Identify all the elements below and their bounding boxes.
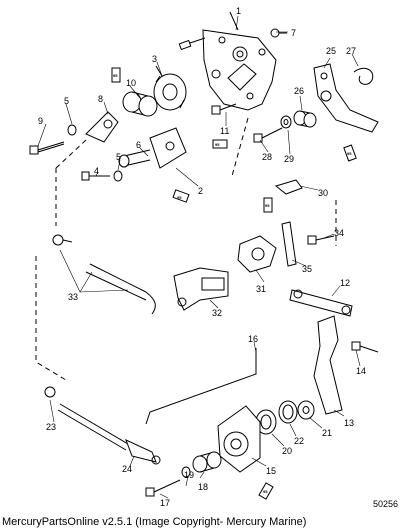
label-part-26: 26 — [294, 86, 304, 96]
label-part-24: 24 — [122, 464, 132, 474]
shift-lever-2 — [118, 127, 187, 169]
bushing-26 — [293, 110, 317, 128]
label-part-12: 12 — [340, 278, 350, 288]
part-number-labels: 1 2 3 4 5 5 6 7 8 9 10 11 12 13 14 15 16… — [38, 6, 366, 508]
bracket-25 — [313, 63, 379, 133]
sealant-tag-2: 95 — [215, 142, 220, 147]
spring-22 — [278, 400, 298, 424]
bolt-9 — [29, 141, 65, 155]
rod-16 — [145, 348, 257, 425]
label-part-29: 29 — [284, 154, 294, 164]
sealant-tag-1: 95 — [113, 73, 118, 78]
spring-27 — [353, 67, 374, 85]
clip-30 — [274, 179, 303, 195]
bolt-28 — [253, 127, 283, 143]
screw-7 — [270, 28, 287, 38]
connector-24 — [125, 439, 161, 465]
sealant-tubes — [111, 67, 357, 500]
label-part-6: 6 — [136, 140, 141, 150]
label-part-25: 25 — [326, 46, 336, 56]
label-part-1: 1 — [236, 6, 241, 16]
reference-number: 50256 — [372, 499, 398, 509]
shift-rod-33 — [85, 263, 156, 315]
lever-bracket-8 — [85, 111, 119, 143]
bracket-13 — [313, 315, 343, 415]
label-part-21: 21 — [322, 428, 332, 438]
copyright-caption: MercuryPartsOnline v2.5.1 (Image Copyrig… — [2, 516, 307, 528]
label-part-16: 16 — [248, 334, 258, 344]
label-part-22: 22 — [294, 436, 304, 446]
label-part-32: 32 — [212, 308, 222, 318]
label-part-13: 13 — [344, 418, 354, 428]
link-12 — [289, 289, 353, 317]
label-part-27: 27 — [346, 46, 356, 56]
cam-plate-15 — [217, 405, 261, 473]
label-part-3: 3 — [152, 54, 157, 64]
switch-31 — [237, 235, 277, 273]
shift-cable-32 — [173, 267, 229, 311]
routing-lines — [35, 117, 337, 381]
label-part-17: 17 — [160, 498, 170, 508]
label-part-20: 20 — [282, 446, 292, 456]
footer-caption-bar: MercuryPartsOnline v2.5.1 (Image Copyrig… — [0, 499, 400, 530]
label-part-8: 8 — [98, 94, 103, 104]
sealant-tag-5: 95 — [347, 151, 352, 156]
screw-top — [178, 37, 206, 51]
label-part-23: 23 — [46, 422, 56, 432]
label-part-35: 35 — [302, 264, 312, 274]
label-part-34: 34 — [334, 228, 344, 238]
shift-bracket-plate — [202, 11, 277, 111]
label-part-31: 31 — [256, 284, 266, 294]
washer-5-top — [67, 124, 77, 136]
label-part-10: 10 — [126, 78, 136, 88]
rod-23 — [44, 386, 129, 451]
washer-18 — [181, 466, 191, 478]
washer-21 — [297, 400, 315, 420]
label-part-5a: 5 — [64, 96, 69, 106]
bolt-17 — [145, 479, 181, 497]
label-part-18: 18 — [198, 482, 208, 492]
sealant-tag-6: 95 — [263, 489, 268, 494]
cam-3 — [153, 65, 187, 111]
sealant-tag-4: 95 — [265, 203, 270, 208]
screw-11 — [211, 103, 237, 115]
bushing-10 — [122, 91, 158, 117]
label-part-19: 19 — [184, 470, 194, 480]
label-part-28: 28 — [262, 152, 272, 162]
label-part-7: 7 — [291, 28, 296, 38]
screw-34 — [307, 235, 335, 245]
leader-lines — [37, 15, 361, 499]
label-part-9: 9 — [38, 116, 43, 126]
washer-29 — [280, 115, 292, 129]
ball-joint-33 — [52, 234, 73, 246]
strip-35 — [281, 221, 297, 267]
bushing-19 — [192, 451, 222, 473]
label-part-14: 14 — [356, 366, 366, 376]
label-part-11: 11 — [220, 126, 229, 136]
label-part-15: 15 — [266, 466, 276, 476]
sealant-tags: 95 95 95 95 95 95 — [113, 73, 352, 494]
label-part-4: 4 — [94, 166, 99, 176]
screw-4 — [81, 170, 123, 182]
label-part-2: 2 — [198, 186, 203, 196]
sealant-tag-3: 95 — [177, 195, 182, 200]
label-part-33: 33 — [68, 292, 78, 302]
label-part-30: 30 — [318, 188, 328, 198]
label-part-5b: 5 — [116, 152, 121, 162]
